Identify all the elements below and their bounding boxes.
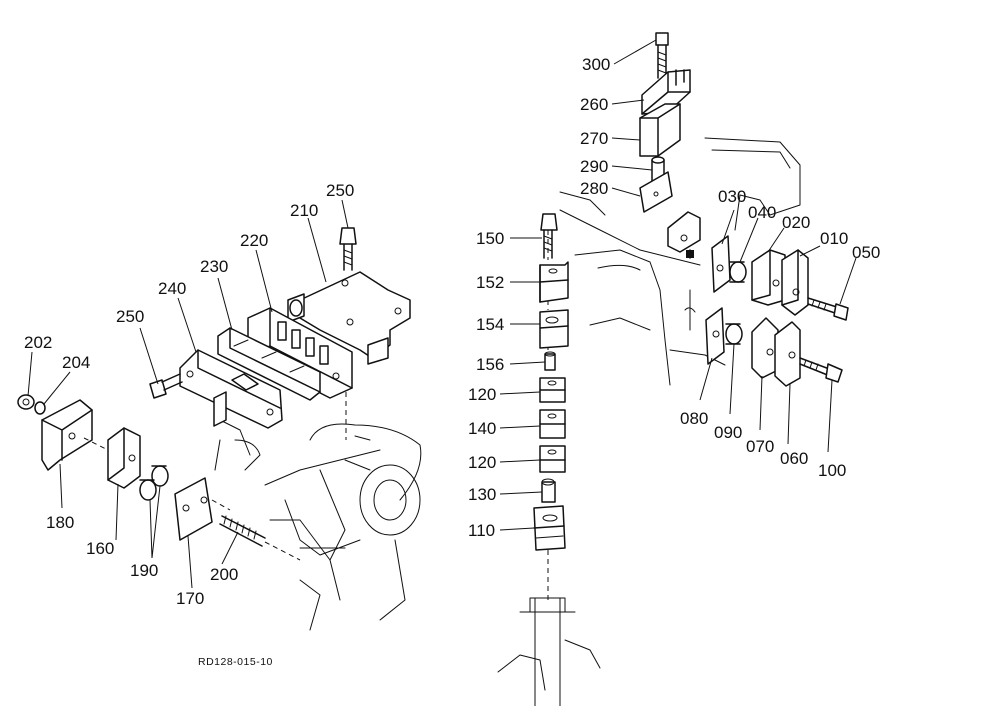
label-part-230: 230 bbox=[200, 257, 228, 276]
engine-housing-left bbox=[214, 419, 422, 631]
label-part-010: 010 bbox=[820, 229, 848, 248]
part-270-block bbox=[639, 103, 681, 157]
label-part-140: 140 bbox=[468, 419, 496, 438]
label-part-180: 180 bbox=[46, 513, 74, 532]
label-part-210: 210 bbox=[290, 201, 318, 220]
part-140-block bbox=[539, 409, 566, 439]
part-020-clamp bbox=[751, 249, 786, 306]
label-part-040: 040 bbox=[748, 203, 776, 222]
label-part-190: 190 bbox=[130, 561, 158, 580]
part-154-block bbox=[539, 309, 569, 349]
label-part-110: 110 bbox=[468, 521, 495, 540]
part-170-plate bbox=[174, 477, 213, 541]
part-030-plate bbox=[711, 235, 731, 293]
lift-column bbox=[519, 230, 576, 706]
part-080-plate bbox=[705, 307, 725, 365]
part-110-block bbox=[533, 505, 566, 551]
label-part-200: 200 bbox=[210, 565, 238, 584]
label-part-260: 260 bbox=[580, 95, 608, 114]
label-part-204: 204 bbox=[62, 353, 90, 372]
part-300-bolt bbox=[655, 32, 669, 79]
part-280-plate bbox=[639, 171, 673, 213]
part-160-clamp bbox=[107, 427, 141, 489]
label-part-060: 060 bbox=[780, 449, 808, 468]
part-130-sleeve bbox=[541, 478, 556, 503]
part-120-block-lower bbox=[539, 445, 566, 473]
part-204-washer bbox=[34, 401, 46, 415]
part-190-spacers bbox=[139, 465, 169, 501]
label-part-250-top: 250 bbox=[326, 181, 354, 200]
label-part-154: 154 bbox=[476, 315, 504, 334]
label-part-120-upper: 120 bbox=[468, 385, 496, 404]
label-part-220: 220 bbox=[240, 231, 268, 250]
label-part-290: 290 bbox=[580, 157, 608, 176]
part-210-bracket bbox=[287, 271, 411, 365]
engine-housing-right bbox=[497, 137, 801, 691]
label-part-070: 070 bbox=[746, 437, 774, 456]
label-part-130: 130 bbox=[468, 485, 496, 504]
part-120-block-upper bbox=[539, 377, 566, 403]
label-part-120-lower: 120 bbox=[468, 453, 496, 472]
part-152-block bbox=[539, 261, 569, 303]
label-part-152: 152 bbox=[476, 273, 504, 292]
part-180-bracket bbox=[41, 399, 93, 471]
bracket-030-mount bbox=[667, 211, 701, 259]
part-202-nut bbox=[17, 394, 35, 410]
part-070-clamp bbox=[751, 317, 779, 379]
part-260-bracket bbox=[641, 69, 691, 115]
part-250-bolt-left bbox=[149, 373, 183, 399]
part-040-spacer bbox=[729, 261, 747, 283]
label-part-202: 202 bbox=[24, 333, 52, 352]
part-100-bolt bbox=[799, 357, 843, 383]
part-156-sleeve bbox=[544, 351, 556, 371]
label-part-090: 090 bbox=[714, 423, 742, 442]
alignment-dash-mid bbox=[211, 499, 231, 511]
label-part-020: 020 bbox=[782, 213, 810, 232]
part-230-slotted-bar bbox=[217, 327, 321, 401]
label-part-240: 240 bbox=[158, 279, 186, 298]
label-part-170: 170 bbox=[176, 589, 204, 608]
part-010-clamp bbox=[781, 249, 809, 316]
part-090-spacer bbox=[725, 323, 743, 345]
label-part-150: 150 bbox=[476, 229, 504, 248]
label-part-280: 280 bbox=[580, 179, 608, 198]
label-part-270: 270 bbox=[580, 129, 608, 148]
part-200-stud bbox=[219, 515, 301, 561]
label-part-250-left: 250 bbox=[116, 307, 144, 326]
part-250-bolt-top bbox=[339, 227, 357, 271]
label-part-100: 100 bbox=[818, 461, 846, 480]
alignment-dash-mid2 bbox=[83, 437, 109, 451]
part-050-bolt bbox=[807, 297, 849, 321]
label-part-160: 160 bbox=[86, 539, 114, 558]
label-part-156: 156 bbox=[476, 355, 504, 374]
label-part-080: 080 bbox=[680, 409, 708, 428]
label-part-050: 050 bbox=[852, 243, 880, 262]
reference-code: RD128-015-10 bbox=[198, 656, 273, 668]
part-060-clamp bbox=[774, 321, 801, 387]
label-part-030: 030 bbox=[718, 187, 746, 206]
label-part-300: 300 bbox=[582, 55, 610, 74]
leader-lines bbox=[27, 39, 857, 589]
part-150-bolt bbox=[540, 213, 558, 259]
part-240-plate bbox=[179, 349, 283, 429]
